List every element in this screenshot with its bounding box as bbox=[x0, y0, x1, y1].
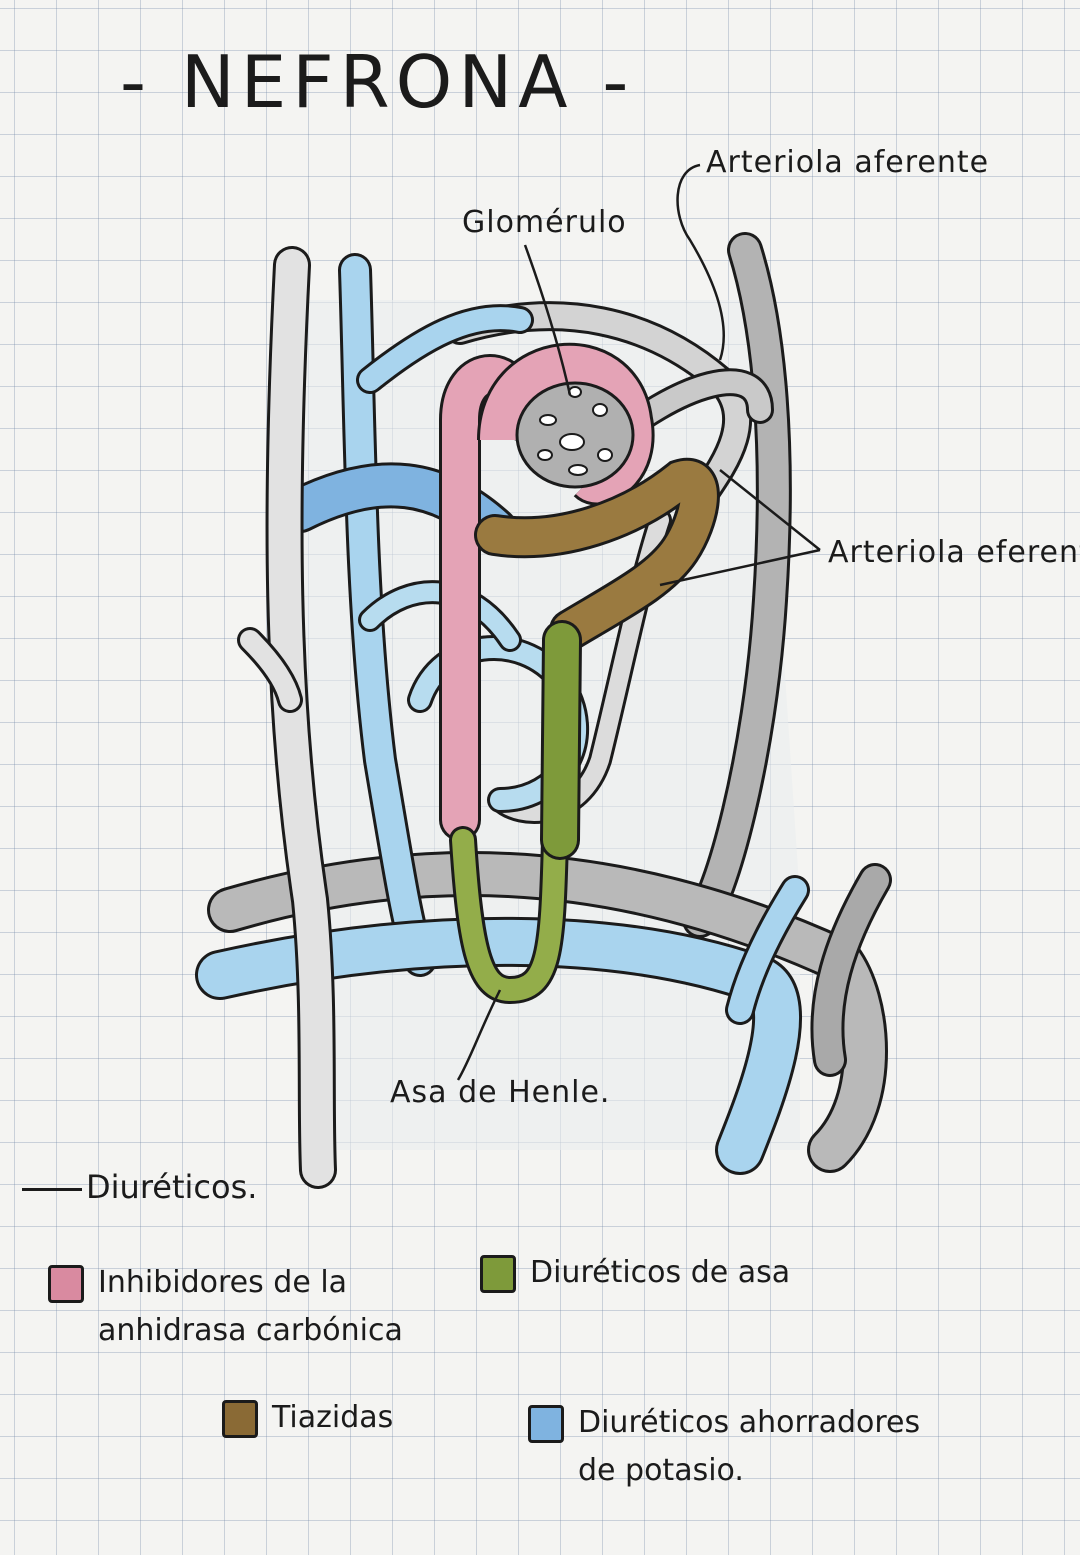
legend-swatch-blue bbox=[528, 1405, 564, 1443]
legend-item-ahorradores: Diuréticos ahorradores de potasio. bbox=[528, 1405, 920, 1495]
label-arteriola-aferente: Arteriola aferente bbox=[706, 145, 990, 180]
legend-heading-text: Diuréticos. bbox=[86, 1168, 258, 1206]
loop-of-henle bbox=[449, 620, 582, 1005]
legend-text-ahorradores-2: de potasio. bbox=[578, 1453, 744, 1488]
legend-dash bbox=[22, 1187, 82, 1191]
label-asa-henle: Asa de Henle. bbox=[390, 1075, 611, 1110]
legend-text-anhidrasa-2: anhidrasa carbónica bbox=[98, 1313, 403, 1348]
distal-tubule bbox=[474, 458, 720, 651]
left-gray-vessel bbox=[237, 246, 337, 1189]
legend-item-tiazidas: Tiazidas bbox=[222, 1400, 393, 1442]
legend-text-anhidrasa-1: Inhibidores de la bbox=[98, 1265, 348, 1300]
gray-vessel-network bbox=[207, 232, 892, 1173]
legend-text-tiazidas: Tiazidas bbox=[272, 1400, 394, 1435]
legend-text-asa: Diuréticos de asa bbox=[530, 1255, 791, 1290]
page-title: - NEFRONA - bbox=[120, 40, 635, 124]
legend-heading: Diuréticos. bbox=[22, 1168, 257, 1206]
legend-text-ahorradores-1: Diuréticos ahorradores bbox=[578, 1405, 921, 1440]
legend-swatch-pink bbox=[48, 1265, 84, 1303]
legend-swatch-brown bbox=[222, 1400, 258, 1438]
legend-item-anhidrasa: Inhibidores de la anhidrasa carbónica bbox=[48, 1265, 403, 1355]
legend-swatch-green bbox=[480, 1255, 516, 1293]
glomerulus bbox=[439, 342, 655, 841]
label-glomerulo: Glomérulo bbox=[462, 205, 627, 240]
label-arteriola-eferente: Arteriola eferente bbox=[828, 535, 1080, 570]
leader-lines bbox=[456, 163, 821, 1081]
legend-item-asa: Diuréticos de asa bbox=[480, 1255, 790, 1297]
